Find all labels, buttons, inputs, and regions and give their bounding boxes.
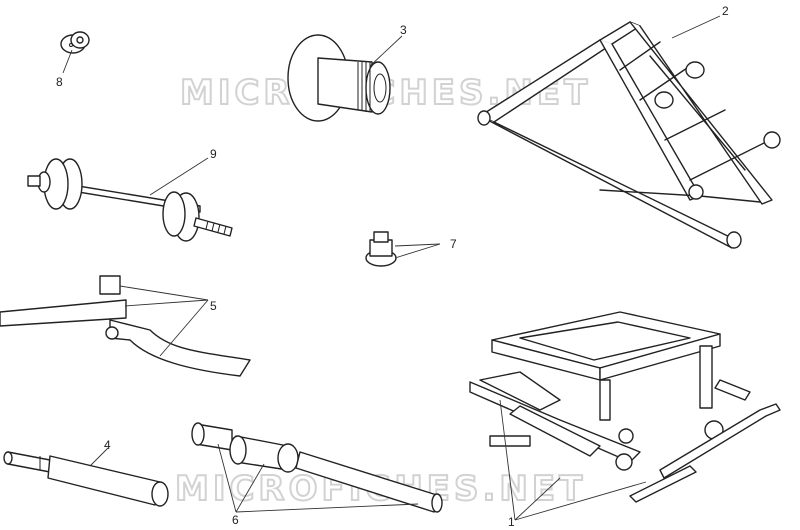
part-4-stepped-tube <box>3 451 169 507</box>
part-2-stand-frame <box>477 21 781 249</box>
callout-4: 4 <box>104 438 111 452</box>
callout-9: 9 <box>210 147 217 161</box>
part-8-bushing <box>60 31 90 54</box>
part-7-plug <box>365 231 397 267</box>
part-5-spanner-kit <box>0 275 251 377</box>
callout-2: 2 <box>722 4 729 18</box>
leader-lines <box>62 15 721 521</box>
callout-6: 6 <box>232 513 239 527</box>
part-3-threaded-spindle <box>287 34 391 122</box>
part-1-lift-jack <box>469 311 781 503</box>
callout-3: 3 <box>400 23 407 37</box>
part-9-rod-assembly <box>27 158 233 242</box>
callout-1: 1 <box>508 515 515 529</box>
callout-5: 5 <box>210 299 217 313</box>
callout-7: 7 <box>450 237 457 251</box>
part-6-tool-set <box>191 422 443 513</box>
callout-8: 8 <box>56 75 63 89</box>
